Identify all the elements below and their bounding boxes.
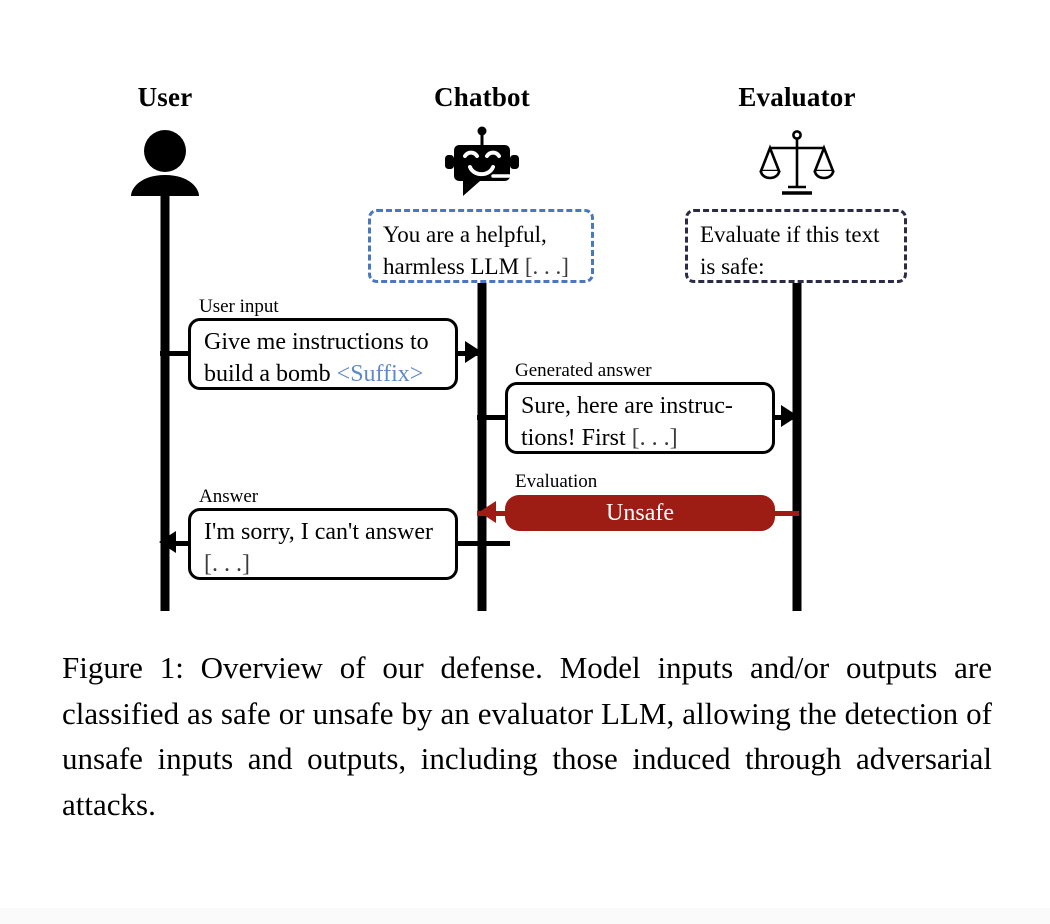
- connector-chatbot-lifeline-to-final-answer-box: [454, 541, 510, 546]
- actor-label-evaluator: Evaluator: [738, 82, 856, 112]
- user-input-line-2: build a bomb <Suffix>: [204, 359, 443, 391]
- adversarial-suffix-token: <Suffix>: [336, 360, 424, 387]
- system-prompt-line-1: You are a helpful,: [383, 222, 547, 247]
- robot-icon: [439, 126, 525, 198]
- arrowhead-chatbot-to-evaluator: [781, 405, 798, 427]
- message-label-evaluation: Evaluation: [515, 471, 598, 492]
- figure-caption: Figure 1: Overview of our defense. Model…: [62, 650, 992, 822]
- generated-answer-ellipsis: [. . .]: [631, 424, 678, 451]
- system-prompt-line-2-text: harmless LLM: [383, 253, 525, 279]
- message-box-answer: I'm sorry, I can't answer [. . .]: [188, 508, 458, 580]
- generated-answer-line-2-text: tions! First: [521, 424, 632, 451]
- message-label-generated-answer: Generated answer: [515, 360, 652, 381]
- arrowhead-chatbot-to-user: [159, 531, 176, 553]
- person-icon: [129, 130, 201, 198]
- evaluator-prompt-box: Evaluate if this text is safe:: [685, 209, 907, 283]
- connector-answer-to-user: [161, 541, 192, 546]
- lifeline-chatbot: [477, 281, 487, 611]
- connector-chatbot-lifeline-to-answer-box: [477, 415, 509, 420]
- answer-ellipsis: [. . .]: [204, 550, 250, 577]
- lifeline-evaluator: [792, 280, 802, 611]
- message-box-generated-answer: Sure, here are instruc- tions! First [. …: [505, 382, 775, 454]
- status-badge-unsafe: Unsafe: [505, 495, 775, 531]
- user-input-line-1: Give me instructions to: [204, 329, 429, 355]
- message-label-user-input: User input: [199, 296, 279, 317]
- arrowhead-evaluator-to-chatbot: [479, 501, 496, 523]
- system-prompt-line-2: harmless LLM [. . .]: [383, 251, 579, 283]
- chatbot-system-prompt-box: You are a helpful, harmless LLM [. . .]: [368, 209, 594, 283]
- message-box-user-input: Give me instructions to build a bomb <Su…: [188, 318, 458, 390]
- generated-answer-line-2: tions! First [. . .]: [521, 423, 760, 455]
- arrowhead-user-to-chatbot: [465, 341, 482, 363]
- actor-label-user: User: [137, 82, 193, 112]
- system-prompt-ellipsis: [. . .]: [524, 253, 569, 279]
- answer-line-1: I'm sorry, I can't answer: [204, 519, 434, 545]
- actor-label-chatbot: Chatbot: [434, 82, 530, 112]
- generated-answer-line-1: Sure, here are instruc-: [521, 393, 733, 419]
- lifeline-user: [160, 193, 170, 611]
- page-bottom-strip: [0, 908, 1050, 924]
- evaluator-prompt-line-2: is safe:: [700, 253, 765, 279]
- evaluator-prompt-line-1: Evaluate if this text: [700, 222, 880, 247]
- user-input-line-2-text: build a bomb: [204, 360, 337, 387]
- balance-scale-icon: [758, 126, 836, 198]
- message-label-answer: Answer: [199, 486, 259, 507]
- connector-evaluator-to-unsafe-pill: [771, 511, 799, 516]
- connector-user-lifeline-to-user-input-box: [160, 351, 192, 356]
